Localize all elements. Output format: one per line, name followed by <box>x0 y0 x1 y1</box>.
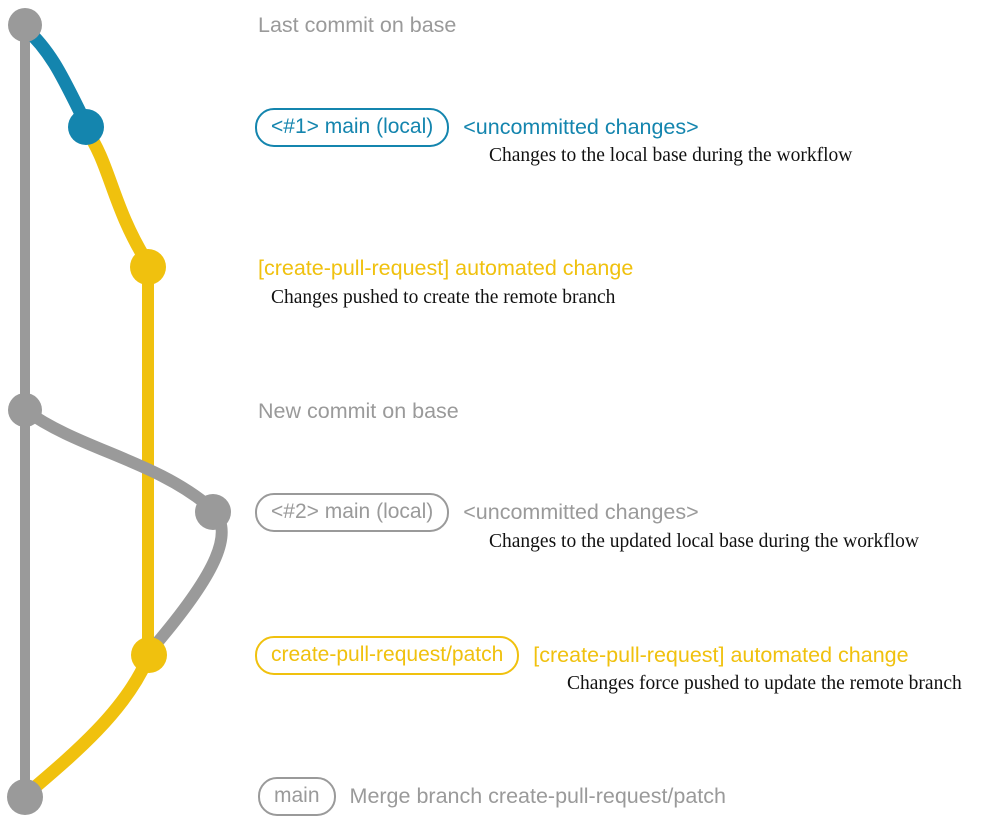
commit-graph <box>7 8 231 815</box>
row-main-local-2: <#2> main (local) <uncommitted changes> <box>255 493 699 532</box>
commit-message-uncommitted-2: <uncommitted changes> <box>463 499 699 524</box>
commit-dot-new-base <box>8 393 42 427</box>
row-main-local-1: <#1> main (local) <uncommitted changes> <box>255 108 699 147</box>
edge-base-to-main1 <box>18 21 92 129</box>
branch-badge-create-pull-request-patch: create-pull-request/patch <box>255 636 520 675</box>
edge-main1-to-patch1 <box>79 123 154 269</box>
commit-dot-automated-change-1 <box>130 249 166 285</box>
edge-patch2-to-merge <box>20 653 154 801</box>
branch-badge-main: main <box>258 777 336 816</box>
description-uncommitted-1: Changes to the local base during the wor… <box>489 145 853 166</box>
commit-dot-main-local-2 <box>195 494 231 530</box>
description-uncommitted-2: Changes to the updated local base during… <box>489 531 919 552</box>
commit-dot-automated-change-2 <box>131 637 167 673</box>
row-automated-change-2: create-pull-request/patch [create-pull-r… <box>255 636 909 675</box>
commit-message-uncommitted-1: <uncommitted changes> <box>463 114 699 139</box>
commit-dot-merge <box>7 779 43 815</box>
commit-message-merge: Merge branch create-pull-request/patch <box>349 783 726 808</box>
description-automated-change-2: Changes force pushed to update the remot… <box>567 673 962 694</box>
commit-message-automated-change-2: [create-pull-request] automated change <box>533 642 909 667</box>
edge-base-to-main2-to-patch2 <box>19 404 228 656</box>
branch-badge-main-local-2: <#2> main (local) <box>255 493 450 532</box>
description-automated-change-1: Changes pushed to create the remote bran… <box>271 287 616 308</box>
row-merge: main Merge branch create-pull-request/pa… <box>258 777 726 816</box>
branch-badge-main-local-1: <#1> main (local) <box>255 108 450 147</box>
annotation-last-commit-on-base: Last commit on base <box>258 13 457 37</box>
commit-dot-last-base <box>8 8 42 42</box>
commit-dot-main-local-1 <box>68 109 104 145</box>
annotation-new-commit-on-base: New commit on base <box>258 399 459 423</box>
commit-message-automated-change-1: [create-pull-request] automated change <box>258 256 634 280</box>
